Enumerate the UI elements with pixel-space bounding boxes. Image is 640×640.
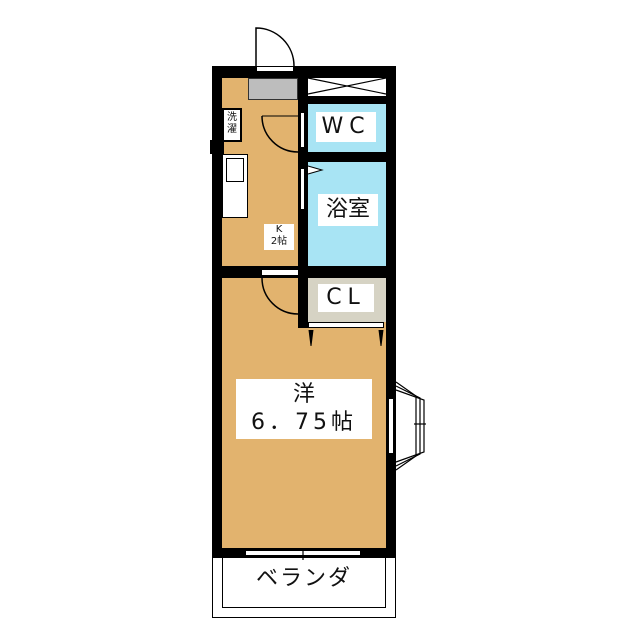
washer-label-line2: 濯 bbox=[227, 124, 237, 135]
toilet-label: WC bbox=[316, 112, 376, 142]
wall-bath-closet bbox=[298, 266, 396, 278]
bathroom-label: 浴室 bbox=[318, 194, 378, 226]
western-room-label: 洋 6．75帖 bbox=[236, 379, 372, 439]
kitchen-label-line2: 2帖 bbox=[270, 236, 288, 247]
bay-window-opening bbox=[388, 398, 394, 454]
kitchen-sink bbox=[226, 158, 244, 182]
wall-washer-left-ledge bbox=[210, 140, 224, 154]
western-room-label-line1: 洋 bbox=[292, 382, 315, 407]
kitchen-label: K 2帖 bbox=[264, 224, 294, 250]
washer-label: 洗 濯 bbox=[225, 112, 239, 138]
kitchen-label-line1: K bbox=[275, 224, 283, 235]
wall-pipe-wc bbox=[298, 96, 396, 104]
entrance-area bbox=[248, 78, 298, 100]
entrance-door-opening bbox=[256, 66, 294, 72]
outer-wall-left bbox=[212, 66, 222, 558]
balcony-inner-rail bbox=[222, 556, 386, 608]
balcony-label: ベランダ bbox=[255, 566, 352, 591]
wall-wc-bath bbox=[298, 152, 396, 162]
western-room-label-line2: 6．75帖 bbox=[251, 410, 357, 435]
closet-front-floor bbox=[302, 328, 386, 348]
washer-label-line1: 洗 bbox=[227, 112, 237, 123]
kitchen-room-door-opening bbox=[262, 270, 298, 275]
outer-wall-right bbox=[386, 66, 396, 558]
wc-door-opening bbox=[300, 112, 305, 148]
wall-kitchen-room bbox=[212, 266, 308, 278]
closet-label: CL bbox=[318, 284, 374, 312]
closet-door-opening bbox=[308, 322, 384, 328]
bath-door-opening bbox=[300, 168, 305, 210]
